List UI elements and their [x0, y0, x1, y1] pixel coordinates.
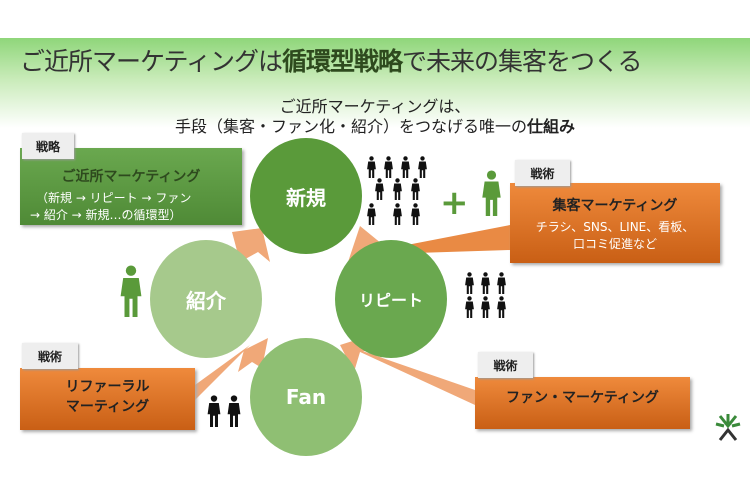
tactic-box-acquisition: 集客マーケティング チラシ、SNS、LINE、看板、 口コミ促進など [510, 183, 720, 263]
person-icon [393, 178, 402, 200]
plus-icon: + [440, 183, 469, 223]
logo-icon [715, 414, 741, 441]
tactic-line: チラシ、SNS、LINE、看板、 [535, 220, 695, 234]
person-icon [367, 203, 376, 225]
person-icon [411, 178, 420, 200]
person-icon [482, 170, 501, 216]
circle-referral: 紹介 [150, 240, 262, 358]
person-icon [393, 203, 402, 225]
strategy-heading: ご近所マーケティング [61, 169, 201, 185]
person-icon [375, 178, 384, 200]
person-icon [401, 156, 410, 178]
person-icon [227, 395, 241, 427]
tactic-line: 口コミ促進など [572, 237, 657, 251]
strategy-box: ご近所マーケティング （新規 → リピート → ファン → 紹介 → 新規…の循… [20, 148, 242, 225]
person-icon [120, 265, 142, 317]
tactic-line: リファーラル [65, 379, 150, 395]
circle-repeat: リピート [335, 240, 447, 358]
person-icon [465, 272, 474, 294]
person-icon [497, 296, 506, 318]
strategy-tab: 戦略 [22, 133, 74, 159]
tactic-box-fan: ファン・マーケティング [475, 377, 690, 429]
logo [708, 412, 748, 446]
tactic-line: マーティング [65, 399, 150, 415]
strategy-line1: （新規 → リピート → ファン [36, 191, 192, 205]
person-icon [411, 203, 420, 225]
person-icon [465, 296, 474, 318]
circle-new: 新規 [250, 138, 362, 254]
tactic-tab: 戦術 [22, 343, 78, 369]
person-icon [367, 156, 376, 178]
person-icon [384, 156, 393, 178]
person-icon [481, 296, 490, 318]
strategy-line2: → 紹介 → 新規…の循環型） [30, 208, 182, 222]
circle-fan: Fan [250, 338, 362, 456]
person-icon [481, 272, 490, 294]
tactic-line: ファン・マーケティング [506, 390, 659, 406]
subtitle-line2: 手段（集客・ファン化・紹介）をつなげる唯一の仕組み [174, 117, 576, 136]
header-band [0, 38, 750, 128]
page-title: ご近所マーケティングは循環型戦略で未来の集客をつくる [20, 47, 643, 76]
person-icon [418, 156, 427, 178]
tactic-heading: 集客マーケティング [552, 198, 678, 214]
tactic-tab: 戦術 [515, 160, 570, 186]
tactic-tab: 戦術 [478, 352, 533, 378]
person-icon [207, 395, 221, 427]
subtitle-line1: ご近所マーケティングは、 [279, 97, 471, 116]
tactic-box-referral: リファーラル マーティング [20, 368, 195, 430]
person-icon [497, 272, 506, 294]
